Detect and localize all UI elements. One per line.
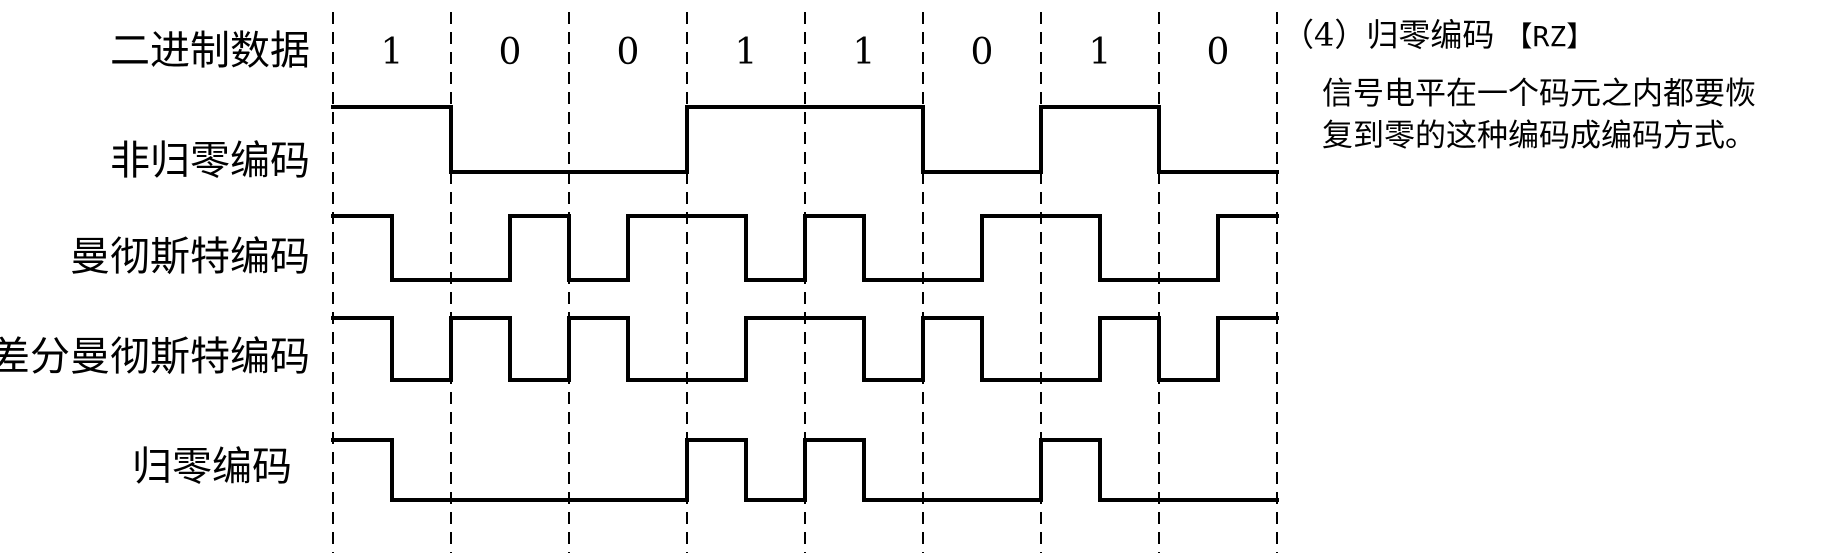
manchester-waveform (331, 214, 1279, 282)
bit-value: 0 (971, 32, 994, 73)
binary-data-label: 二进制数据 (110, 28, 310, 74)
manchester-label: 曼彻斯特编码 (70, 234, 310, 280)
bit-value: 1 (735, 32, 758, 73)
note-line: 复到零的这种编码成编码方式。 (1322, 118, 1756, 154)
nrz-waveform (331, 105, 1279, 174)
bit-value: 1 (1089, 32, 1112, 73)
bit-value: 0 (499, 32, 522, 73)
bit-value: 1 (853, 32, 876, 73)
note-title: （4）归零编码 (1282, 16, 1494, 54)
bit-value: 0 (1207, 32, 1230, 73)
bit-value: 1 (381, 32, 404, 73)
bit-values: 1 0 0 1 1 0 1 0 (381, 32, 1230, 73)
side-note: （4）归零编码 【RZ】 信号电平在一个码元之内都要恢 复到零的这种编码成编码方… (1282, 16, 1756, 154)
nrz-label: 非归零编码 (110, 138, 310, 184)
differential-manchester-waveform (331, 316, 1279, 382)
rz-label: 归零编码 (132, 444, 292, 490)
svg-text:（4）归零编码 【RZ】: （4）归零编码 【RZ】 (1282, 16, 1594, 54)
note-line: 信号电平在一个码元之内都要恢 (1322, 76, 1756, 112)
bit-value: 0 (617, 32, 640, 73)
differential-manchester-label: 差分曼彻斯特编码 (0, 334, 310, 380)
note-code: 【RZ】 (1505, 20, 1595, 53)
bit-boundary-lines (332, 12, 1278, 553)
rz-waveform (331, 438, 1279, 502)
